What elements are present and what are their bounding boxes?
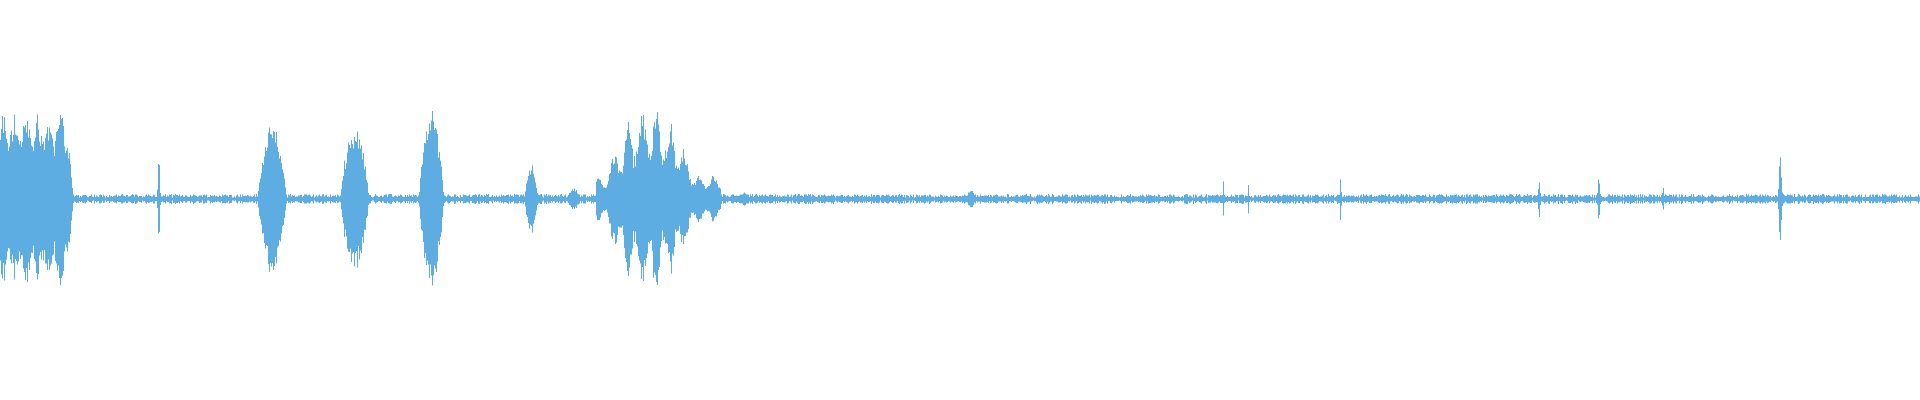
waveform-trace xyxy=(0,110,1920,286)
